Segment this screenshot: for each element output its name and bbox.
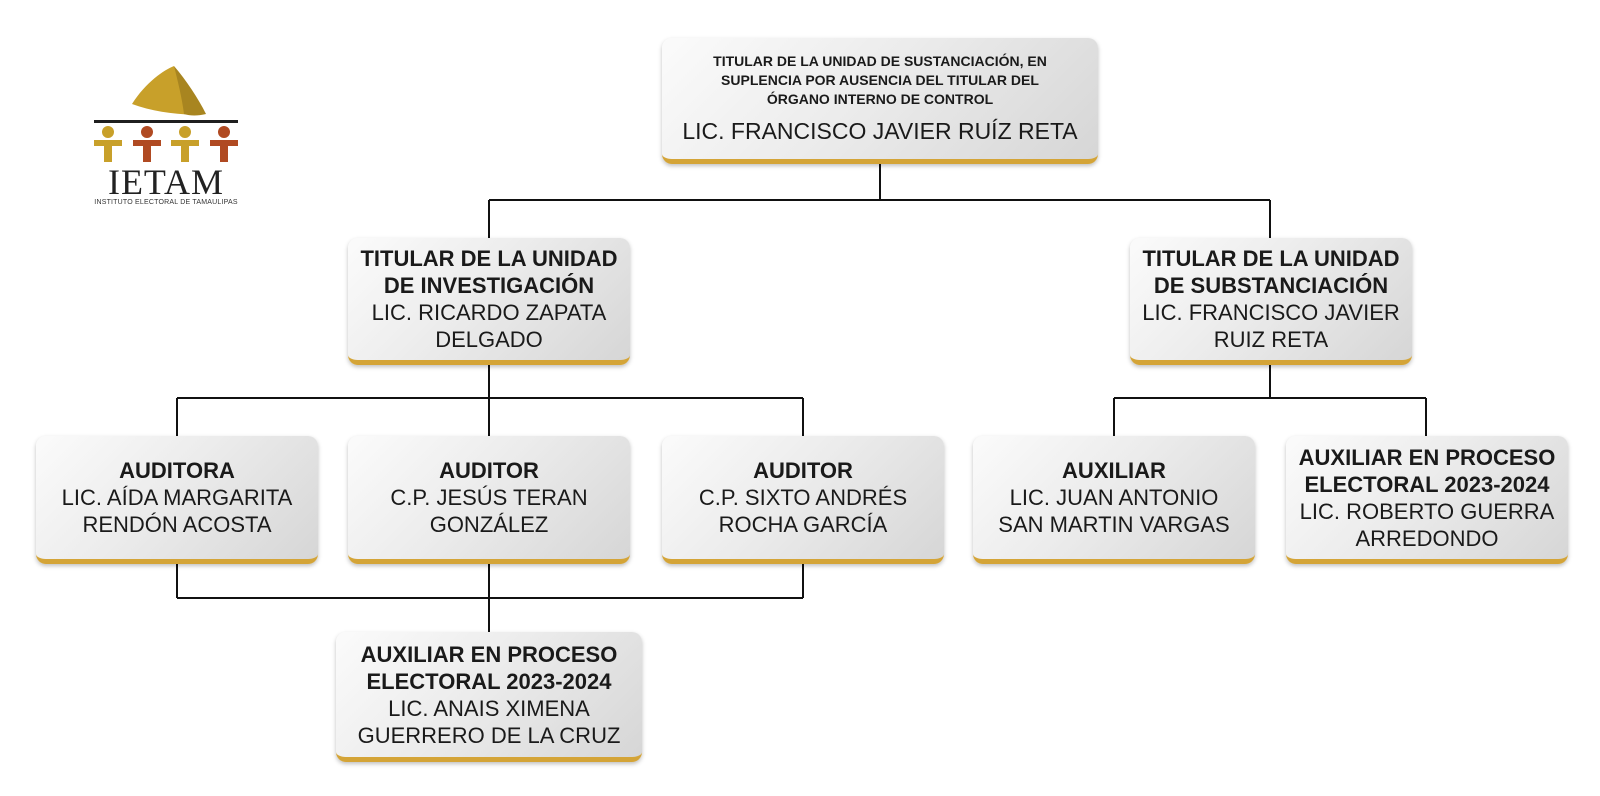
box-titular-substanciacion: TITULAR DE LA UNIDAD DE SUBSTANCIACIÓN L… xyxy=(1130,238,1412,365)
role-label: TITULAR DE LA UNIDAD DE SUSTANCIACIÓN, E… xyxy=(713,53,1047,107)
role-label: TITULAR DE LA UNIDAD DE SUBSTANCIACIÓN xyxy=(1142,246,1400,298)
role-label: TITULAR DE LA UNIDAD DE INVESTIGACIÓN xyxy=(360,246,618,298)
person-name: LIC. AÍDA MARGARITA RENDÓN ACOSTA xyxy=(61,485,293,537)
box-auditor-teran: AUDITOR C.P. JESÚS TERAN GONZÁLEZ xyxy=(348,436,630,564)
role-label: AUXILIAR EN PROCESO ELECTORAL 2023-2024 xyxy=(1298,444,1556,497)
role-label: AUXILIAR EN PROCESO ELECTORAL 2023-2024 xyxy=(360,641,618,694)
logo-full-name: INSTITUTO ELECTORAL DE TAMAULIPAS xyxy=(94,199,238,206)
person-name: C.P. SIXTO ANDRÉS ROCHA GARCÍA xyxy=(698,485,908,537)
box-titular-oic: TITULAR DE LA UNIDAD DE SUSTANCIACIÓN, E… xyxy=(662,38,1098,164)
person-name: C.P. JESÚS TERAN GONZÁLEZ xyxy=(390,485,588,537)
box-auxiliar-proceso-guerra: AUXILIAR EN PROCESO ELECTORAL 2023-2024 … xyxy=(1286,436,1568,564)
person-name: LIC. RICARDO ZAPATA DELGADO xyxy=(371,300,607,352)
role-label: AUXILIAR xyxy=(1062,458,1166,483)
role-label: AUDITOR xyxy=(439,458,539,483)
person-name: LIC. FRANCISCO JAVIER RUÍZ RETA xyxy=(682,118,1078,144)
person-name: LIC. JUAN ANTONIO SAN MARTIN VARGAS xyxy=(998,485,1230,537)
person-name: LIC. FRANCISCO JAVIER RUIZ RETA xyxy=(1142,300,1400,352)
role-label: AUDITORA xyxy=(119,458,235,483)
ietam-logo xyxy=(94,66,238,162)
box-auditora: AUDITORA LIC. AÍDA MARGARITA RENDÓN ACOS… xyxy=(36,436,318,564)
box-titular-investigacion: TITULAR DE LA UNIDAD DE INVESTIGACIÓN LI… xyxy=(348,238,630,365)
person-name: LIC. ANAIS XIMENA GUERRERO DE LA CRUZ xyxy=(357,695,621,748)
role-label: AUDITOR xyxy=(753,458,853,483)
box-auditor-rocha: AUDITOR C.P. SIXTO ANDRÉS ROCHA GARCÍA xyxy=(662,436,944,564)
box-auxiliar: AUXILIAR LIC. JUAN ANTONIO SAN MARTIN VA… xyxy=(973,436,1255,564)
logo-acronym: IETAM xyxy=(107,162,225,202)
box-auxiliar-proceso-guerrero: AUXILIAR EN PROCESO ELECTORAL 2023-2024 … xyxy=(336,632,642,762)
person-name: LIC. ROBERTO GUERRA ARREDONDO xyxy=(1299,498,1555,551)
